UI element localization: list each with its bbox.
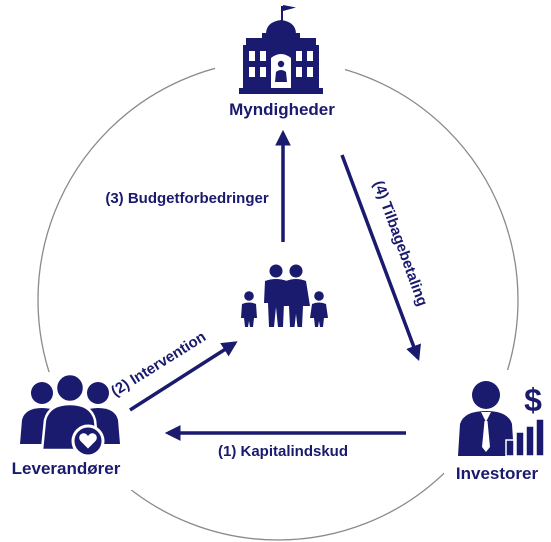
node-label-top: Myndigheder	[229, 100, 335, 119]
government-building-icon	[239, 5, 323, 94]
flow-label-budgetforbedringer: (3) Budgetforbedringer	[105, 190, 268, 207]
investor-icon: $	[458, 381, 545, 457]
family-icon	[241, 264, 328, 327]
arrow-tilbagebetaling	[340, 154, 421, 361]
flow-label-tilbagebetaling: (4) Tilbagebetaling	[370, 178, 431, 308]
flow-label-kapitalindskud: (1) Kapitalindskud	[218, 443, 348, 460]
svg-text:$: $	[524, 382, 542, 418]
node-label-right: Investorer	[456, 464, 539, 483]
node-label-left: Leverandører	[12, 459, 121, 478]
arrow-intervention	[129, 341, 238, 412]
flow-label-intervention: (2) Intervention	[108, 328, 209, 400]
provider-group-icon	[20, 372, 120, 458]
